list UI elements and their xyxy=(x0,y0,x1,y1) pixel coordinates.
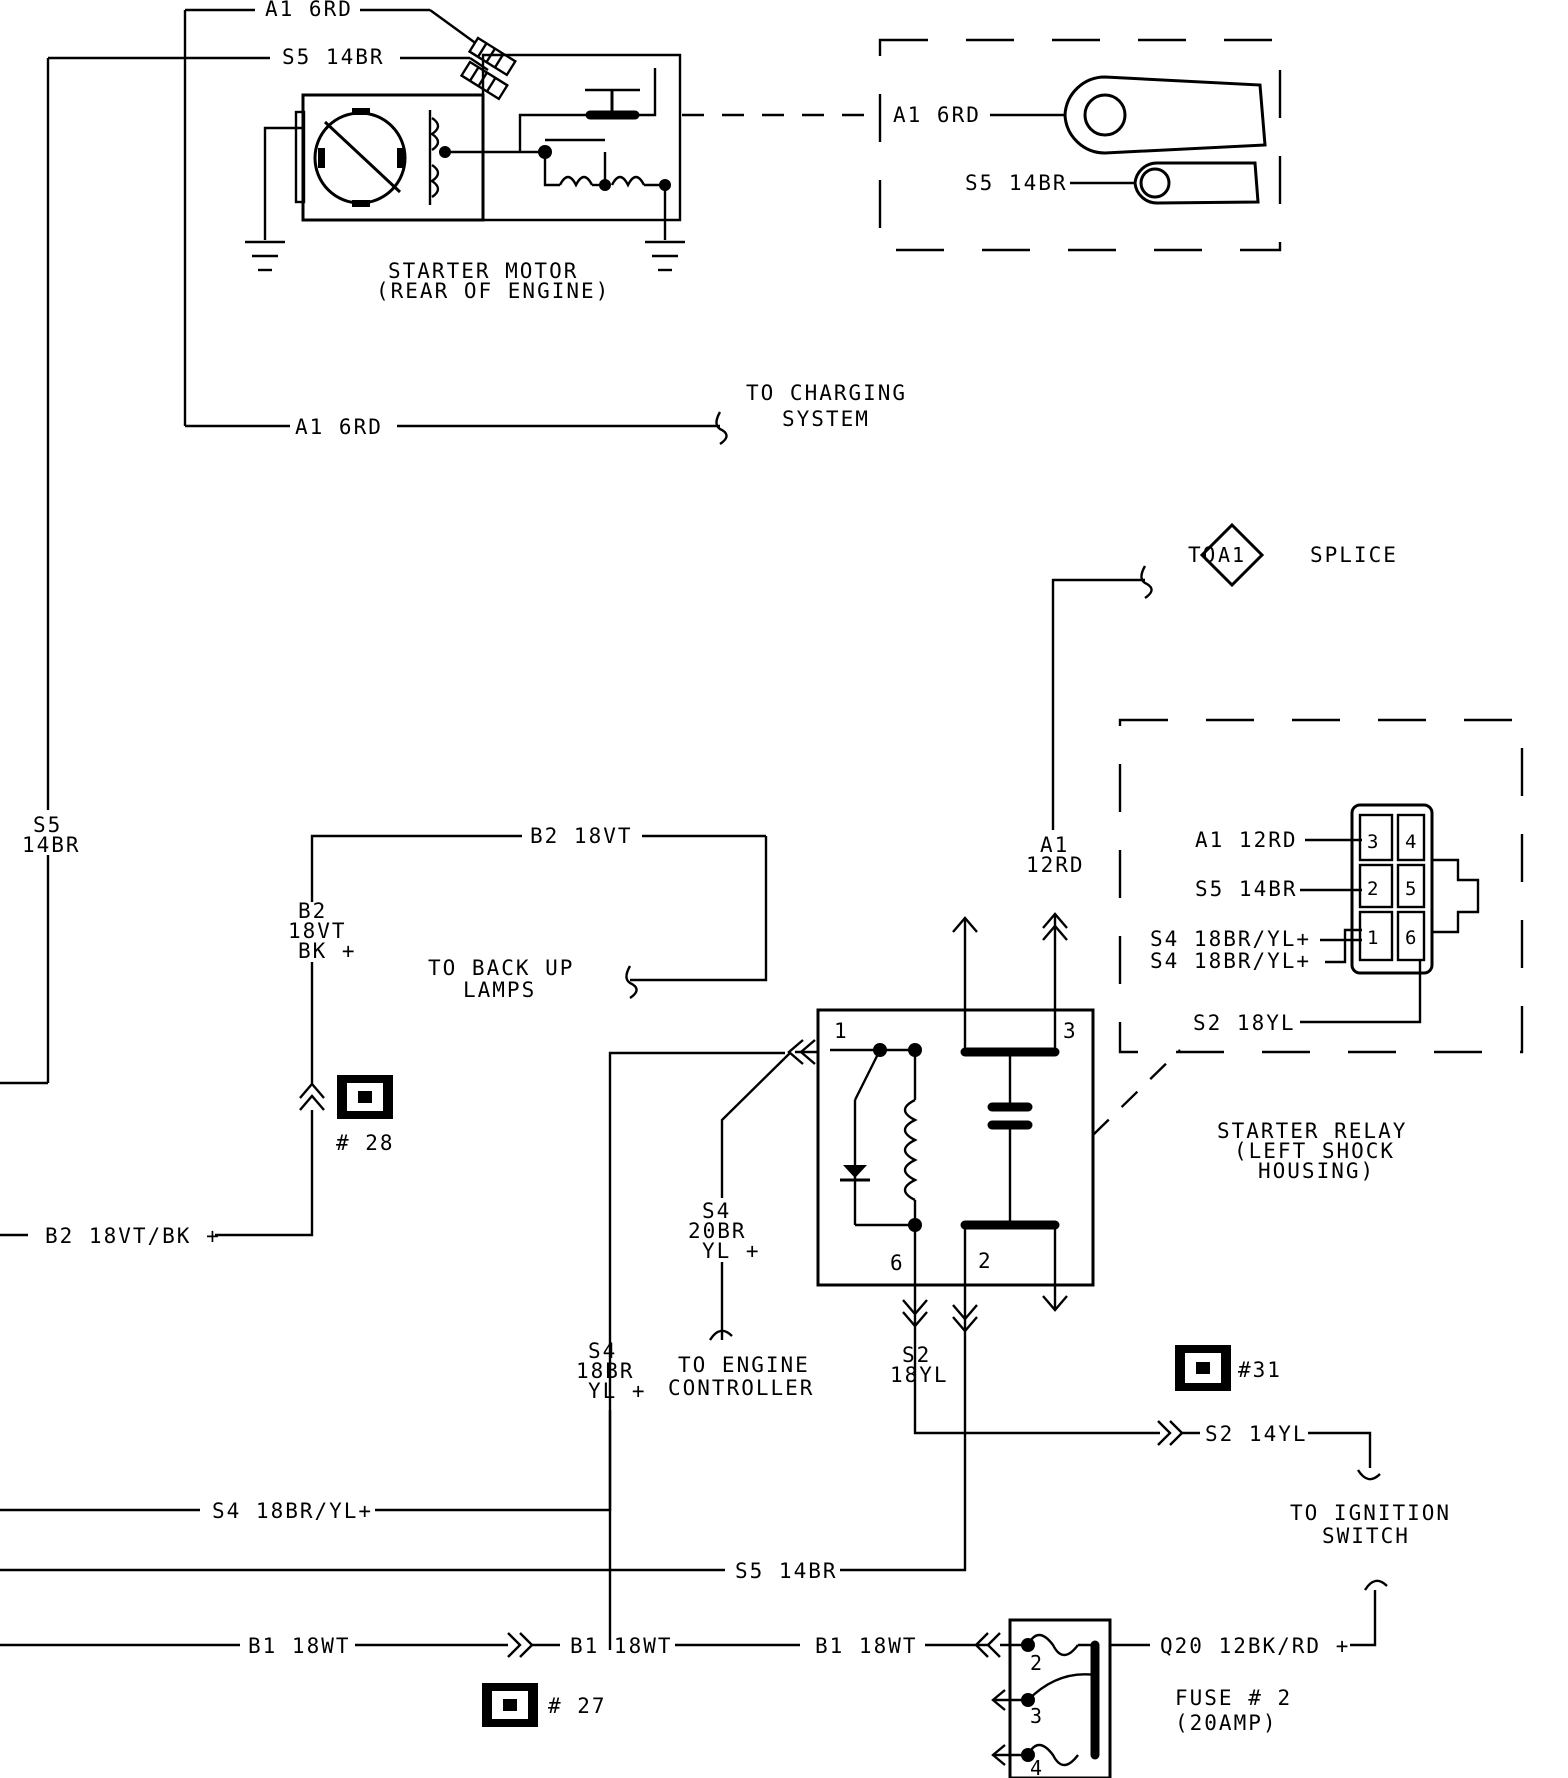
connector-27-label: # 27 xyxy=(548,1694,607,1718)
backup-wire-label-3: BK + xyxy=(298,939,357,963)
connector-31-label: #31 xyxy=(1238,1358,1282,1382)
backup-top-wire: B2 18VT xyxy=(530,824,633,848)
backup-wire-label-2: 18VT xyxy=(288,919,347,943)
relay-a1-label: A1 xyxy=(1040,833,1069,857)
engine-controller-wire: S4 xyxy=(702,1199,731,1223)
s5-bottom-run: S5 14BR xyxy=(0,1320,967,1583)
starter-relay: 1 3 6 2 A1 12RD S2 xyxy=(816,833,1407,1387)
connector-pin-3: 3 xyxy=(1367,831,1378,853)
relay-a1-label-2: 12RD xyxy=(1026,853,1085,877)
starter-motor: A1 6RD S5 14BR STARTER MOTOR (REAR OF EN… xyxy=(48,0,880,426)
s4-vert-label-3: YL + xyxy=(588,1379,647,1403)
splice-prefix: TO xyxy=(1188,543,1217,567)
backup-bottom-wire: B2 18VT/BK + xyxy=(45,1224,221,1248)
s4-vertical-run: S4 18BR YL + S4 18BR/YL+ xyxy=(0,1339,647,1523)
b1-wire-3: B1 18WT xyxy=(815,1634,918,1658)
fuse-pin-4: 4 xyxy=(1030,1756,1044,1778)
detail-s5-label: S5 14BR xyxy=(965,171,1068,195)
backup-destination-2: LAMPS xyxy=(463,978,536,1002)
charging-branch: A1 6RD TO CHARGING SYSTEM xyxy=(185,381,907,445)
connector-pin-2: 2 xyxy=(1367,878,1378,900)
connector-s5-label: S5 14BR xyxy=(1195,877,1298,901)
engine-controller-branch: S4 20BR YL + TO ENGINE CONTROLLER xyxy=(608,1039,818,1650)
ignition-branch: S2 14YL TO IGNITION SWITCH xyxy=(913,1325,1451,1647)
fuse-feed-wire: Q20 12BK/RD + xyxy=(1160,1634,1350,1658)
s4-vert-label: S4 xyxy=(588,1339,617,1363)
relay-pin-6: 6 xyxy=(890,1251,905,1275)
detail-a1-label: A1 6RD xyxy=(893,103,981,127)
fuse-pin-2: 2 xyxy=(1030,1651,1044,1675)
b1-wire-1: B1 18WT xyxy=(248,1634,351,1658)
s4-bottom-wire: S4 18BR/YL+ xyxy=(212,1499,373,1523)
engine-controller-destination-2: CONTROLLER xyxy=(668,1376,814,1400)
s5-left-label-2: 14BR xyxy=(22,833,81,857)
starter-relay-label: STARTER RELAY xyxy=(1217,1119,1407,1143)
connector-27-icon: # 27 xyxy=(482,1683,607,1727)
splice-suffix: SPLICE xyxy=(1310,543,1398,567)
s5-left-run: S5 14BR xyxy=(0,58,81,1085)
backup-wire-label: B2 xyxy=(298,899,327,923)
s5-left-label: S5 xyxy=(33,813,62,837)
connector-a1-label: A1 12RD xyxy=(1195,828,1298,852)
connector-pin-1: 1 xyxy=(1367,927,1378,949)
starter-a1-wire-label: A1 6RD xyxy=(265,0,353,21)
splice-branch: TO A1 SPLICE xyxy=(1051,522,1398,830)
engine-controller-destination: TO ENGINE xyxy=(678,1353,810,1377)
charging-wire-label: A1 6RD xyxy=(295,415,383,439)
connector-pin-4: 4 xyxy=(1405,831,1416,853)
connector-s2-label: S2 18YL xyxy=(1193,1011,1296,1035)
starter-relay-location: (LEFT SHOCK xyxy=(1234,1139,1395,1163)
s4-vert-label-2: 18BR xyxy=(576,1359,635,1383)
relay-connector-detail: 3 4 2 5 1 6 A1 12RD S5 14BR S4 18BR/YL+ … xyxy=(1118,718,1524,1054)
connector-28-label: # 28 xyxy=(336,1131,395,1155)
starter-motor-label: STARTER MOTOR xyxy=(388,259,578,283)
backup-lamps-branch: B2 18VT B2 18VT BK + TO BACK UP LAMPS B2… xyxy=(0,824,768,1248)
splice-code: A1 xyxy=(1218,543,1246,567)
engine-controller-wire-2: 20BR xyxy=(688,1219,747,1243)
charging-destination-2: SYSTEM xyxy=(782,407,870,431)
ignition-destination-2: SWITCH xyxy=(1322,1524,1410,1548)
connector-31-icon: #31 xyxy=(1175,1345,1282,1391)
s5-bottom-wire: S5 14BR xyxy=(735,1559,838,1583)
connector-pin-6: 6 xyxy=(1405,927,1416,949)
starter-motor-location: (REAR OF ENGINE) xyxy=(376,279,610,303)
fuse-label: FUSE # 2 xyxy=(1175,1686,1292,1710)
starter-terminal-detail: A1 6RD S5 14BR xyxy=(878,38,1282,252)
fuse-pin-3: 3 xyxy=(1030,1704,1044,1728)
b1-wire-2: B1 18WT xyxy=(570,1634,673,1658)
engine-controller-wire-3: YL + xyxy=(702,1239,761,1263)
ignition-wire: S2 14YL xyxy=(1205,1422,1308,1446)
charging-destination: TO CHARGING xyxy=(746,381,907,405)
relay-pin-2: 2 xyxy=(978,1249,993,1273)
connector-s4a-label: S4 18BR/YL+ xyxy=(1150,927,1311,951)
starter-s5-wire-label: S5 14BR xyxy=(282,45,385,69)
relay-s2-label-2: 18YL xyxy=(890,1363,949,1387)
connector-28-icon: # 28 xyxy=(336,1075,395,1155)
connector-s4b-label: S4 18BR/YL+ xyxy=(1150,949,1311,973)
relay-pin-3: 3 xyxy=(1063,1019,1078,1043)
backup-destination: TO BACK UP xyxy=(428,956,574,980)
fuse-rating: (20AMP) xyxy=(1175,1711,1278,1735)
b1-fuse-branch: B1 18WT B1 18WT B1 18WT 2 3 4 Q20 12BK/R… xyxy=(0,1618,1350,1778)
ignition-destination: TO IGNITION xyxy=(1290,1501,1451,1525)
starter-relay-location-2: HOUSING) xyxy=(1258,1159,1375,1183)
relay-pin-1: 1 xyxy=(834,1019,849,1043)
connector-pin-5: 5 xyxy=(1405,878,1416,900)
